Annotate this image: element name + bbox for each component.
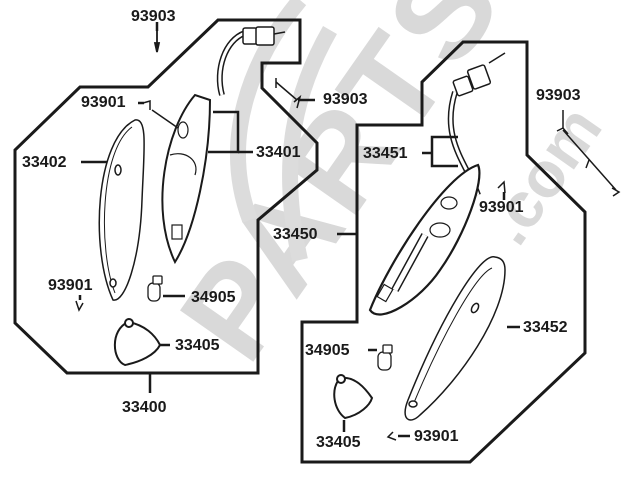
right-leader-lines: [337, 135, 520, 438]
part-label-33402[interactable]: 33402: [22, 154, 67, 171]
watermark-swoosh-icon: [230, 0, 337, 262]
part-label-93903-top[interactable]: 93903: [131, 8, 176, 25]
right-bulb-icon: [377, 344, 393, 371]
left-screw-93903-mid-icon: [275, 78, 302, 109]
left-group-outline: [13, 18, 319, 375]
part-label-33405-left[interactable]: 33405: [175, 337, 220, 354]
left-lamp-body-icon: [161, 93, 212, 265]
part-label-93903-right[interactable]: 93903: [536, 87, 581, 104]
part-label-33405-right[interactable]: 33405: [316, 434, 361, 451]
right-screw-93901-lower-icon: [386, 431, 397, 441]
part-label-33401[interactable]: 33401: [256, 144, 301, 161]
right-screw-93903-icon: [556, 110, 621, 197]
part-label-33451[interactable]: 33451: [363, 145, 408, 162]
right-socket-icon: [333, 374, 374, 420]
left-screw-93901-lower-icon: [75, 300, 84, 312]
part-label-93903-mid[interactable]: 93903: [323, 91, 368, 108]
left-bulb-icon: [147, 275, 163, 302]
part-label-93901-upper-left[interactable]: 93901: [81, 94, 126, 111]
assembly-label-33400[interactable]: 33400: [122, 399, 167, 416]
right-group-outline: [300, 40, 587, 464]
part-label-34905-left[interactable]: 34905: [191, 289, 236, 306]
left-screw-93901-upper-icon: [142, 100, 179, 129]
assembly-label-33450[interactable]: 33450: [273, 226, 318, 243]
part-label-33452[interactable]: 33452: [523, 319, 568, 336]
left-leader-lines: [78, 22, 315, 393]
left-lens-icon: [98, 119, 145, 301]
part-label-93901-lower-left[interactable]: 93901: [48, 277, 93, 294]
left-screw-93903-top-icon: [153, 31, 161, 53]
part-label-93901-lower-right[interactable]: 93901: [414, 428, 459, 445]
part-label-93901-upper-right[interactable]: 93901: [479, 199, 524, 216]
right-lamp-body-icon: [368, 163, 481, 316]
right-screw-93901-upper-icon: [497, 180, 506, 194]
left-socket-icon: [113, 318, 162, 367]
right-lens-icon: [404, 256, 506, 421]
part-label-34905-right[interactable]: 34905: [305, 342, 350, 359]
left-harness-connector-icon: [216, 26, 286, 96]
